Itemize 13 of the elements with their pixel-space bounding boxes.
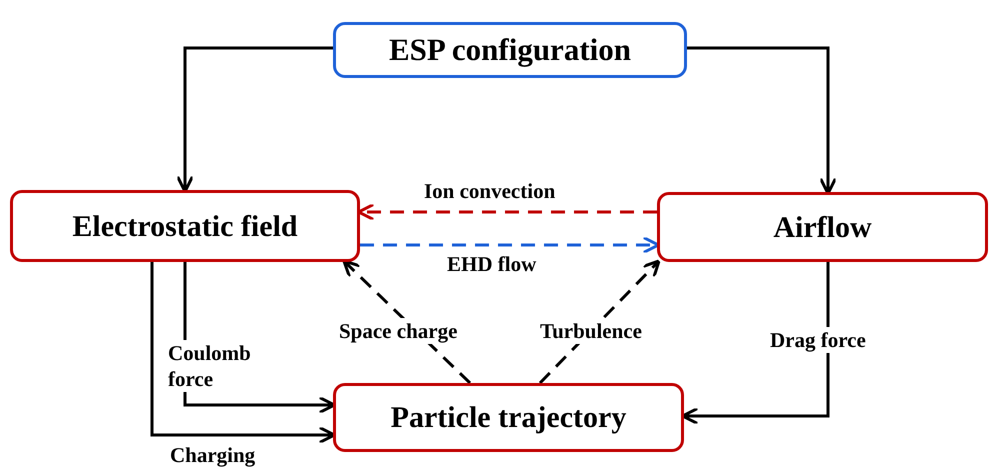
edge-label: Drag force: [770, 327, 866, 353]
box-title: Particle trajectory: [390, 400, 626, 436]
box-title: Airflow: [773, 210, 872, 246]
process-box: [333, 22, 687, 78]
process-box: [10, 190, 360, 262]
process-box: [333, 383, 684, 452]
edge-label: Turbulence: [540, 318, 642, 344]
process-box: [657, 192, 988, 262]
box-title: ESP configuration: [388, 30, 631, 69]
edge-label: Space charge: [339, 318, 458, 344]
arrow: [687, 46, 837, 195]
box-title: Electrostatic field: [72, 208, 298, 244]
arrow: [176, 46, 333, 193]
